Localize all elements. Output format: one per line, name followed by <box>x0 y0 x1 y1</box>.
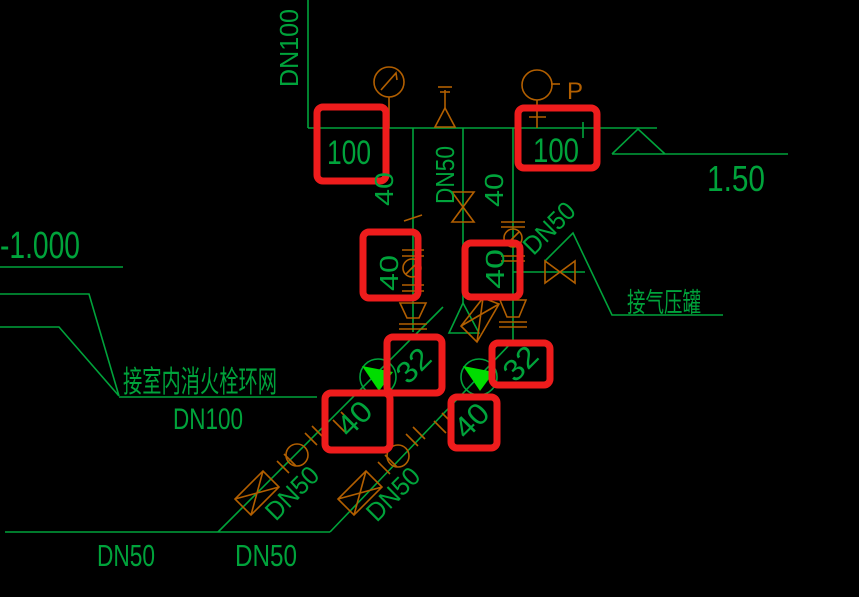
highlight-box-40-lower-right[interactable] <box>447 393 501 452</box>
piping-network <box>0 0 788 533</box>
highlight-box-100-left[interactable] <box>313 103 390 185</box>
elevation-main-label: 1.50 <box>707 158 765 199</box>
left-diag-size-label: DN50 <box>259 460 325 526</box>
gate-valve-tank-icon <box>544 259 576 285</box>
highlight-box-32-left[interactable] <box>383 333 446 397</box>
hydrant-note-label: 接室内消火栓环网 <box>123 366 277 399</box>
highlight-box-40-upper-right[interactable] <box>461 239 524 301</box>
highlight-box-32-right[interactable] <box>488 339 554 389</box>
elevation-left-label: -1.000 <box>0 225 80 267</box>
gauge-p-label: P <box>567 78 583 105</box>
highlight-box-40-upper-left[interactable] <box>359 228 422 302</box>
right-drop-size-label: 40 <box>479 173 509 207</box>
size-100-right-label: 100 <box>533 132 579 170</box>
ring-network-pipes <box>0 293 120 397</box>
gate-valve-center-icon <box>450 191 476 223</box>
tank-note-label: 接气压罐 <box>627 288 701 318</box>
text-labels: DN100 100 100 1.50 -1.000 40 DN50 40 40 … <box>0 9 765 573</box>
right-diagonal-fittings <box>336 412 455 517</box>
tank-leader-line <box>544 231 723 316</box>
left-drop-size-label: 40 <box>369 172 399 206</box>
size-40-upper-left-label: 40 <box>374 255 404 291</box>
pressure-gauge-p-icon <box>521 69 560 128</box>
air-vent-icon <box>433 86 457 128</box>
upper-diag-size-label: DN50 <box>516 195 581 260</box>
riser-size-label: DN100 <box>274 9 304 87</box>
size-100-left-label: 100 <box>327 134 371 172</box>
highlight-annotations <box>313 103 601 454</box>
size-32-right-label: 32 <box>497 340 546 389</box>
elevation-marker-1-50 <box>611 127 788 155</box>
size-32-left-label: 32 <box>390 342 439 391</box>
check-valve-symbol <box>447 301 481 334</box>
center-drop-size-label: DN50 <box>430 146 460 204</box>
left-diagonal-pipe <box>217 306 444 533</box>
highlight-box-100-right[interactable] <box>514 104 601 172</box>
gate-valve-diag-top-icon <box>459 297 501 344</box>
size-40-lower-left-label: 40 <box>331 395 380 444</box>
bottom-size-2-label: DN50 <box>235 538 297 573</box>
left-diagonal-fittings <box>233 411 354 517</box>
size-40-lower-right-label: 40 <box>448 397 497 446</box>
bottom-size-1-label: DN50 <box>97 538 155 573</box>
hydrant-size-label: DN100 <box>173 403 243 436</box>
water-meter-right-arrow-icon <box>463 366 494 391</box>
highlight-box-40-lower-left[interactable] <box>321 389 394 454</box>
valves-and-instruments <box>233 66 576 517</box>
right-diag-size-label: DN50 <box>360 461 426 527</box>
size-40-upper-right-label: 40 <box>480 249 510 289</box>
